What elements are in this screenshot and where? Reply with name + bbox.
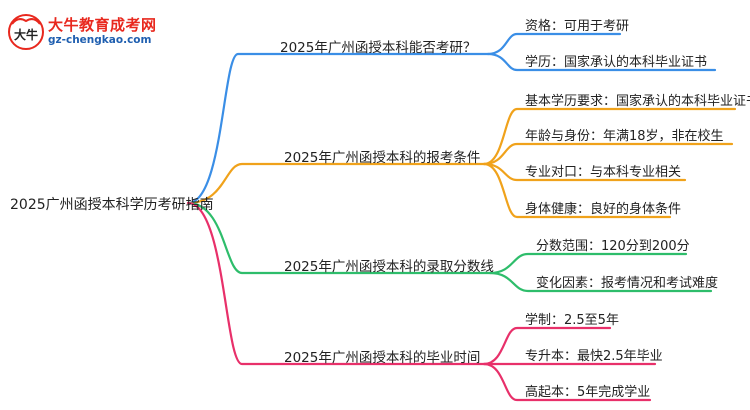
branch-topic-1: 2025年广州函授本科能否考研？	[280, 40, 477, 56]
root-topic: 2025广州函授本科学历考研指南	[10, 197, 214, 213]
logo-url: gz-chengkao.com	[48, 34, 152, 46]
leaf-topic: 学制：2.5至5年	[525, 313, 619, 328]
site-logo[interactable]: 大牛 大牛教育成考网 gz-chengkao.com	[6, 12, 206, 52]
leaf-topic: 基本学历要求：国家承认的本科毕业证书	[525, 94, 750, 109]
branch-topic-3: 2025年广州函授本科的录取分数线	[284, 259, 494, 275]
bull-logo-icon: 大牛	[8, 14, 44, 50]
leaf-topic: 专业对口：与本科专业相关	[525, 165, 682, 180]
leaf-topic: 资格：可用于考研	[525, 19, 630, 34]
leaf-topic: 专升本：最快2.5年毕业	[525, 349, 663, 364]
leaf-topic: 学历：国家承认的本科毕业证书	[525, 55, 708, 70]
leaf-topic: 变化因素：报考情况和考试难度	[536, 276, 719, 291]
logo-mark-text: 大牛	[14, 27, 38, 42]
leaf-topic: 分数范围：120分到200分	[536, 239, 690, 254]
branch-topic-2: 2025年广州函授本科的报考条件	[284, 150, 481, 166]
leaf-topic: 身体健康：良好的身体条件	[525, 202, 682, 217]
leaf-topic: 高起本：5年完成学业	[525, 385, 651, 400]
leaf-topic: 年龄与身份：年满18岁，非在校生	[525, 129, 724, 144]
branch-topic-4: 2025年广州函授本科的毕业时间	[284, 350, 481, 366]
logo-title: 大牛教育成考网	[48, 16, 157, 34]
